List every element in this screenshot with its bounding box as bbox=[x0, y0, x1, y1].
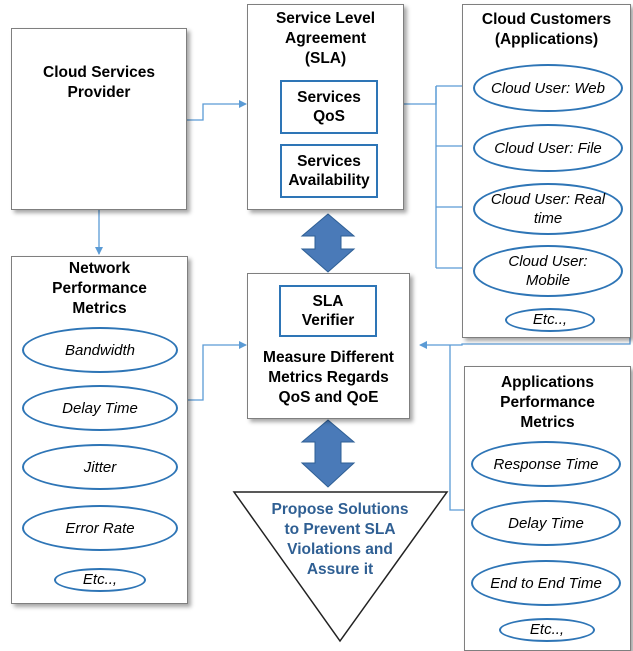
connector-appmetrics-verifier bbox=[449, 345, 464, 511]
customers-box: Cloud Customers (Applications) Cloud Use… bbox=[462, 4, 631, 338]
provider-box: Cloud Services Provider bbox=[11, 28, 187, 210]
provider-title: Cloud Services Provider bbox=[43, 64, 155, 101]
customers-etc: Etc.., bbox=[505, 308, 595, 332]
solutions-triangle bbox=[232, 491, 449, 643]
connector-network-verifier bbox=[188, 341, 247, 401]
customer-file: Cloud User: File bbox=[473, 124, 623, 172]
app-metrics-etc: Etc.., bbox=[499, 618, 595, 642]
connector-provider-sla bbox=[187, 100, 247, 121]
connector-customers-verifier bbox=[419, 338, 631, 349]
metric-bandwidth: Bandwidth bbox=[22, 327, 178, 373]
network-metrics-title: Network Performance Metrics bbox=[52, 260, 147, 317]
network-metrics-etc: Etc.., bbox=[54, 568, 146, 592]
customer-mobile: Cloud User:Mobile bbox=[473, 245, 623, 297]
app-metrics-title: Applications Performance Metrics bbox=[500, 374, 595, 431]
app-metrics-box: Applications Performance Metrics Respons… bbox=[464, 366, 631, 651]
double-arrow-verifier-solutions bbox=[300, 419, 356, 488]
customers-title: Cloud Customers (Applications) bbox=[481, 11, 612, 48]
app-metric-response-time: Response Time bbox=[471, 441, 621, 487]
app-metric-delay-time: Delay Time bbox=[471, 500, 621, 546]
verifier-measure-text: Measure Different Metrics Regards QoS an… bbox=[263, 349, 394, 406]
network-metrics-box: Network Performance Metrics Bandwidth De… bbox=[11, 256, 188, 604]
metric-jitter: Jitter bbox=[22, 444, 178, 490]
sla-title: Service Level Agreement (SLA) bbox=[275, 10, 376, 67]
customer-web: Cloud User: Web bbox=[473, 64, 623, 112]
app-metric-end-to-end-time: End to End Time bbox=[471, 560, 621, 606]
connector-sla-customers bbox=[404, 86, 437, 105]
metric-delay-time: Delay Time bbox=[22, 385, 178, 431]
solutions-text: Propose Solutions to Prevent SLA Violati… bbox=[271, 501, 409, 578]
metric-error-rate: Error Rate bbox=[22, 505, 178, 551]
double-arrow-sla-verifier bbox=[300, 213, 356, 273]
